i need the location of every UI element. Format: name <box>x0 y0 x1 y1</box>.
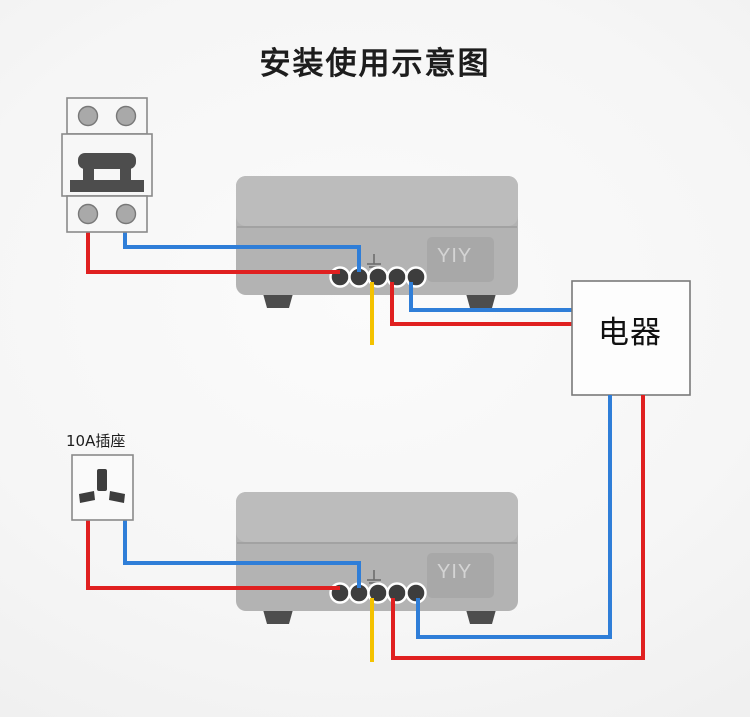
device-top-display-panel <box>427 237 494 282</box>
device-top-brand: YIY <box>437 245 472 267</box>
appliance-body <box>571 280 691 396</box>
device-bottom-display-panel <box>427 553 494 598</box>
device-top[interactable]: YIY <box>236 176 518 308</box>
device-bottom-terminals[interactable] <box>329 582 427 604</box>
device-bottom-brand: YIY <box>437 561 472 583</box>
breaker-toggle-icon <box>70 153 144 192</box>
device-top-upper-panel <box>236 176 518 226</box>
device-top-terminal-5[interactable] <box>405 266 427 288</box>
appliance-box[interactable] <box>571 280 691 396</box>
device-bottom-upper-panel <box>236 492 518 542</box>
wire-top-neutral-in-overlay <box>236 245 361 272</box>
appliance-label: 电器 <box>598 315 662 351</box>
wire-group-top-output <box>370 282 575 345</box>
device-bottom-terminal-4[interactable] <box>386 582 408 604</box>
breaker-terminal-top-right <box>115 105 137 127</box>
socket-label: 10A插座 <box>66 432 126 450</box>
page-title: 安装使用示意图 <box>259 46 491 82</box>
breaker-terminal-top-left <box>77 105 99 127</box>
breaker-terminal-bottom-right <box>115 203 137 225</box>
breaker-terminal-bottom-left <box>77 203 99 225</box>
power-socket[interactable] <box>71 454 134 521</box>
wire-top-live-out <box>390 282 575 326</box>
wire-top-neutral-out <box>409 282 575 312</box>
socket-pins-icon <box>79 469 125 503</box>
circuit-breaker[interactable] <box>61 97 153 233</box>
wire-bottom-neutral-in-overlay <box>236 561 361 588</box>
device-bottom[interactable]: YIY <box>236 492 518 624</box>
